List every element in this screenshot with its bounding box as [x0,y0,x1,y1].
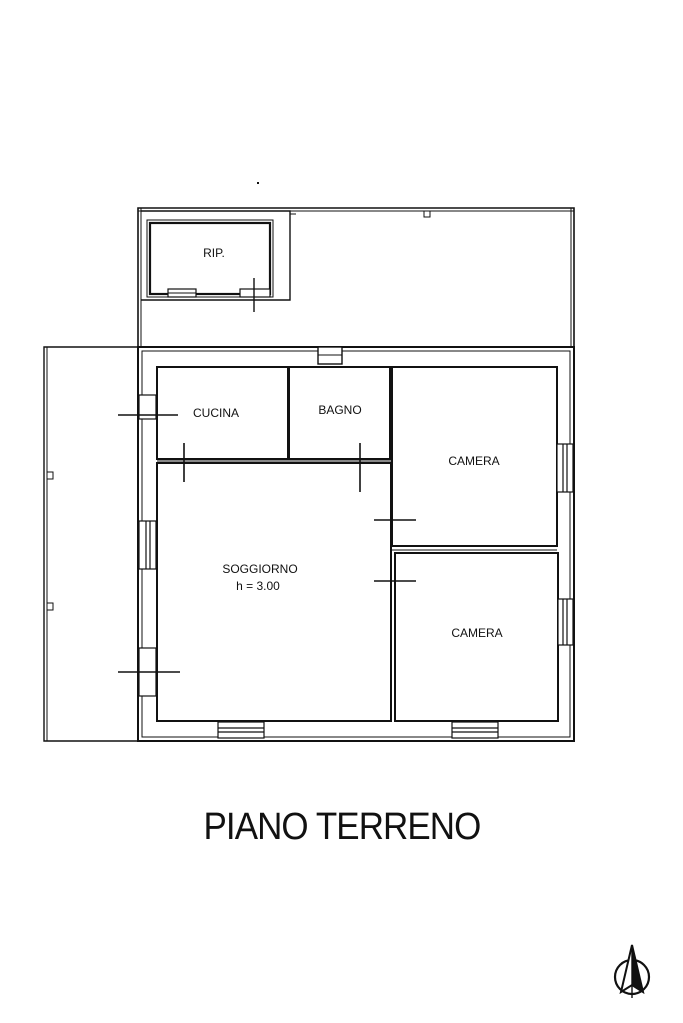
room-label-rip: RIP. [203,246,225,260]
north-arrow-icon [613,944,651,998]
room-label-bagno: BAGNO [318,403,361,417]
bottom-wall-windows [217,721,499,739]
stray-dot [257,182,259,184]
storage-room [141,210,296,312]
floor-title: PIANO TERRENO [203,806,482,848]
room-label-camera-1: CAMERA [448,454,499,468]
right-wall-windows [556,443,574,646]
left-terrace [43,346,138,742]
room-height-soggiorno: h = 3.00 [236,579,280,593]
door-marks [118,414,416,673]
room-label-camera-2: CAMERA [451,626,502,640]
interior-rooms [156,366,559,722]
room-label-soggiorno: SOGGIORNO [222,562,297,576]
upper-yard [137,207,575,347]
room-label-cucina: CUCINA [193,406,239,420]
